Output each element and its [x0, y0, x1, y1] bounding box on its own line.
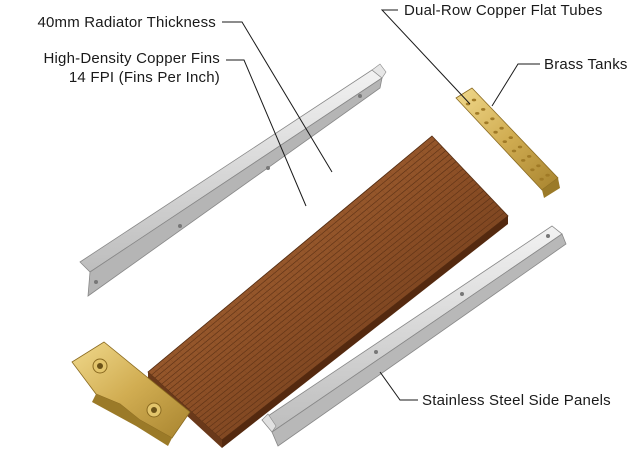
- fin-column: [393, 167, 471, 247]
- tube-slot: [545, 173, 550, 177]
- fin-column: [351, 202, 428, 280]
- fin-column: [313, 234, 390, 310]
- label-steel-panels: Stainless Steel Side Panels: [422, 392, 611, 409]
- tube-slot: [539, 177, 544, 181]
- fin-column: [346, 206, 423, 284]
- tube-slot: [475, 112, 480, 115]
- fin-column: [237, 297, 313, 370]
- fin-column: [166, 356, 242, 426]
- fin-column: [299, 245, 375, 321]
- fin-column: [204, 324, 280, 396]
- fin-column: [289, 253, 366, 329]
- tube-slot: [481, 108, 486, 111]
- fin-column: [412, 151, 490, 232]
- fin-column: [389, 171, 466, 250]
- leader-tubes: [380, 9, 471, 105]
- fin-column: [356, 198, 432, 276]
- fin-column: [199, 328, 275, 400]
- tube-slot: [511, 149, 517, 153]
- tube-slot: [521, 159, 526, 162]
- tube-slot: [502, 140, 507, 144]
- fin-column: [214, 316, 289, 388]
- fin-column: [365, 190, 442, 269]
- label-copper-tubes: Dual-Row Copper Flat Tubes: [404, 2, 603, 19]
- label-brass-tanks: Brass Tanks: [544, 56, 628, 73]
- fin-column: [308, 238, 385, 314]
- fin-column: [242, 293, 318, 366]
- label-fins-per-inch: 14 FPI (Fins Per Inch): [68, 69, 220, 86]
- tube-slot: [527, 155, 532, 158]
- fin-column: [427, 139, 504, 220]
- leader-tanks: [491, 63, 540, 107]
- fin-column: [403, 159, 480, 239]
- fin-column: [176, 348, 251, 418]
- fin-column: [228, 304, 304, 377]
- tube-slot: [471, 98, 477, 102]
- fin-column: [280, 261, 356, 336]
- leader-fins: [226, 59, 307, 207]
- fin-column: [327, 222, 404, 299]
- fin-column: [256, 281, 332, 355]
- fin-column: [375, 183, 451, 261]
- fin-column: [195, 332, 270, 403]
- fin-column: [318, 230, 394, 306]
- fin-column: [261, 277, 337, 351]
- fin-column: [398, 163, 475, 243]
- fin-column: [223, 308, 299, 381]
- fin-column: [185, 340, 261, 411]
- steel-side-panel-bottom: [261, 225, 567, 447]
- fin-column: [422, 143, 499, 224]
- fin-column: [171, 352, 247, 422]
- fin-column: [322, 226, 399, 303]
- fin-column: [218, 312, 294, 385]
- fin-column: [247, 289, 323, 362]
- fin-column: [337, 214, 413, 291]
- fin-column: [162, 360, 237, 429]
- fin-column: [360, 194, 437, 273]
- leader-panels: [379, 371, 418, 401]
- fin-column: [266, 273, 342, 347]
- brass-tank-top: [455, 87, 560, 198]
- fin-column: [233, 301, 308, 373]
- leader-thickness: [222, 21, 333, 173]
- tube-slot: [484, 121, 489, 125]
- tube-slot: [490, 117, 495, 121]
- leader-lines: [222, 9, 540, 401]
- fin-column: [370, 186, 447, 265]
- tube-slot: [530, 168, 535, 172]
- fin-column: [209, 320, 285, 392]
- fin-column: [180, 344, 256, 415]
- tube-slot: [508, 136, 513, 140]
- fin-column: [384, 175, 461, 254]
- tube-slot: [499, 126, 504, 130]
- tube-slot: [536, 164, 541, 168]
- tube-slot: [493, 130, 498, 134]
- fin-column: [332, 218, 409, 295]
- fin-column: [251, 285, 328, 359]
- fin-column: [190, 336, 266, 407]
- fin-column: [157, 363, 232, 433]
- fin-column: [275, 265, 351, 340]
- brass-tank-bottom: [71, 341, 191, 446]
- fin-column: [285, 257, 361, 332]
- tube-slot: [517, 145, 523, 149]
- label-copper-fins: High-Density Copper Fins: [43, 50, 220, 67]
- fin-column: [417, 147, 494, 228]
- fin-column: [379, 179, 456, 258]
- label-radiator-thickness: 40mm Radiator Thickness: [37, 14, 216, 31]
- fin-column: [304, 242, 380, 317]
- fin-column: [152, 367, 227, 437]
- fin-column: [270, 269, 347, 344]
- fin-column: [408, 155, 485, 235]
- fin-column: [294, 249, 370, 325]
- fin-column: [341, 210, 418, 288]
- fin-column: [431, 135, 509, 217]
